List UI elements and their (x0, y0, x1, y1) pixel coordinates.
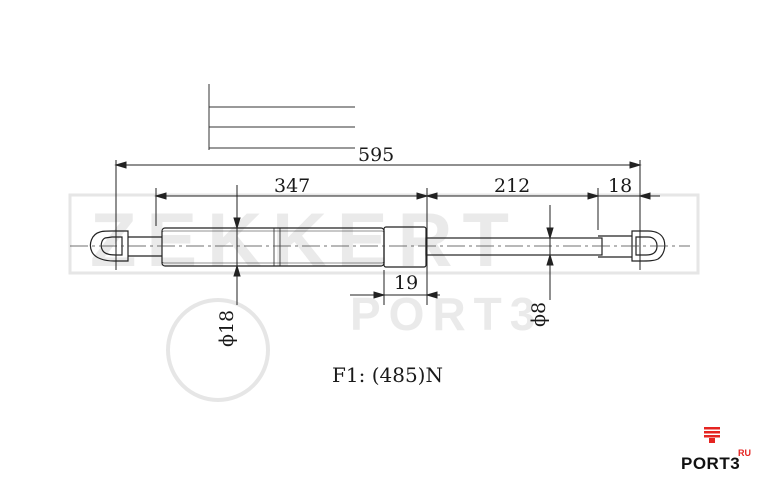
dimension-labels: 595 347 212 18 19 ϕ18 ϕ8 (216, 144, 632, 347)
logo-text: PORT3 (681, 454, 740, 473)
dim-body-diameter: ϕ18 (216, 310, 238, 347)
dimension-lines (114, 160, 660, 305)
port3-logo: RU PORT3 (681, 427, 751, 473)
left-end-fitting (89, 230, 129, 262)
dim-body-length: 347 (274, 175, 310, 197)
title-block-lines (208, 84, 355, 150)
dim-end-fitting-length: 18 (608, 175, 632, 197)
right-end-fitting (631, 230, 666, 262)
watermark-subbrand: PORT3 (350, 288, 543, 340)
gas-spring-part (89, 226, 666, 268)
dim-rod-diameter: ϕ8 (528, 302, 550, 327)
watermark-circle (166, 298, 270, 402)
watermark-brand: ZEKKERT (90, 198, 519, 283)
piston-rod (425, 237, 603, 256)
dim-rod-length: 212 (494, 175, 530, 197)
force-label: F1: (485)N (332, 363, 443, 387)
logo-suffix: RU (738, 448, 751, 458)
watermark-layer: ZEKKERT PORT3 (68, 193, 700, 402)
dim-overall-length: 595 (358, 144, 394, 166)
dim-collar-length: 19 (394, 272, 418, 294)
piston-icon (704, 427, 720, 443)
